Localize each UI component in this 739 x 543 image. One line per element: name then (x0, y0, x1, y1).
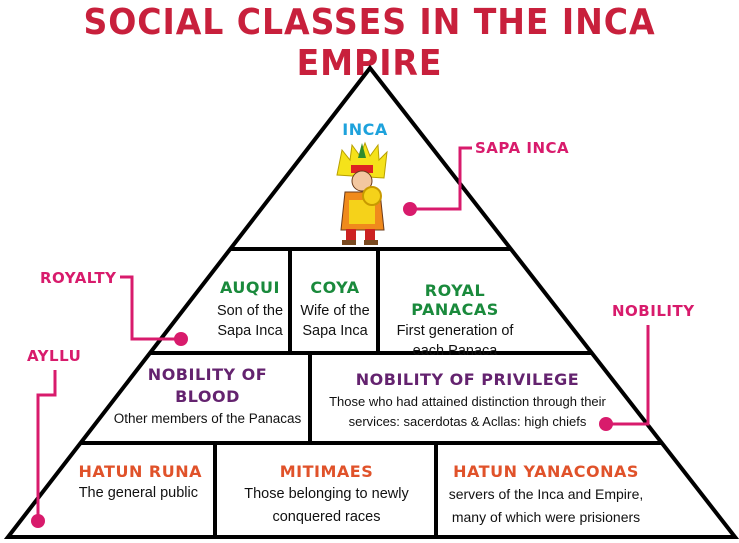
page-title: SOCIAL CLASSES IN THE INCA EMPIRE (83, 2, 656, 84)
cell-heading: COYA (310, 278, 360, 297)
cell-heading: AUQUI (220, 278, 280, 297)
cell-text: The general public (78, 485, 198, 501)
cell-text: Other members of the Panacas (113, 411, 302, 426)
callout-ayllu: AYLLU (27, 347, 82, 365)
cell-hatun-runa: HATUN RUNA The general public (50, 462, 210, 504)
callout-royalty: ROYALTY (40, 269, 117, 287)
sapa-inca-figure-icon (336, 141, 388, 245)
pyramid-outline (3, 64, 739, 539)
callout-dots (31, 202, 613, 528)
cell-hatun-yanaconas: HATUN YANACONAS servers of the Inca and … (438, 462, 654, 529)
cell-heading: ROYAL PANACAS (411, 281, 499, 319)
cell-text: Those who had attained distinction throu… (329, 394, 606, 429)
inca-heading: INCA (342, 120, 388, 139)
callout-sapa-inca: SAPA INCA (475, 139, 570, 157)
cell-heading: HATUN YANACONAS (453, 462, 639, 481)
cell-text: servers of the Inca and Empire,many of w… (448, 486, 644, 525)
cell-heading: MITIMAES (279, 462, 374, 481)
cell-heading: HATUN RUNA (78, 462, 202, 481)
cell-heading: NOBILITY OF PRIVILEGE (355, 370, 580, 389)
cell-nobility-of-privilege: NOBILITY OF PRIVILEGE Those who had atta… (305, 370, 630, 432)
callout-nobility: NOBILITY (612, 302, 695, 320)
callout-lines (36, 146, 650, 521)
